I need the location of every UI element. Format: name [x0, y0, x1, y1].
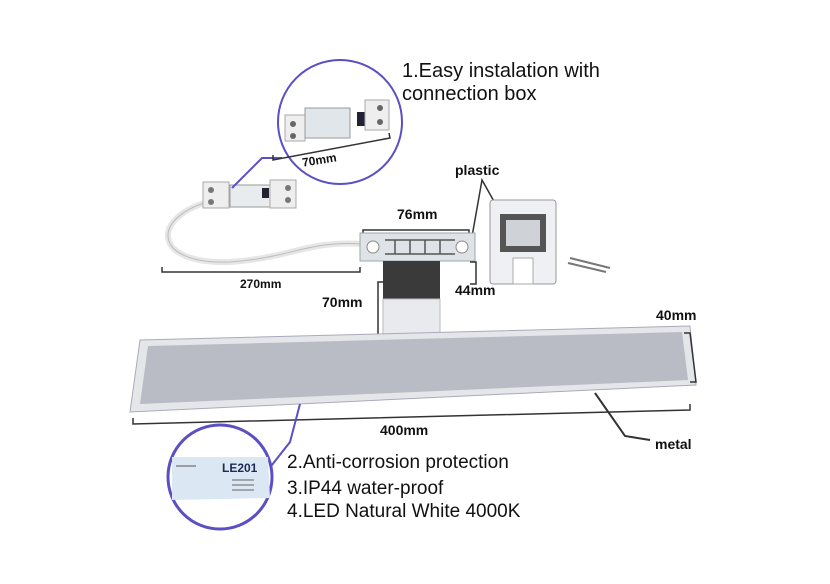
dim-bar-length: 400mm: [380, 422, 429, 438]
screws: [567, 257, 611, 273]
dim-line-44: [470, 261, 477, 285]
dim-arm-length: 70mm: [322, 294, 363, 310]
connection-box: [202, 179, 297, 209]
callout-line-bottom: [267, 403, 301, 471]
led-bar: [129, 325, 697, 413]
callout-line-top: [231, 157, 282, 189]
dim-bar-height: 40mm: [656, 307, 697, 323]
cable-edge: [167, 199, 363, 263]
plastic-clip: [489, 199, 557, 285]
feature-3: 3.IP44 water-proof: [287, 478, 444, 499]
dim-bracket-width: 76mm: [397, 206, 438, 222]
connection-box-zoom-callout: [272, 59, 403, 185]
label-plastic: plastic: [455, 162, 500, 178]
cable: [165, 197, 363, 266]
feature-4: 4.LED Natural White 4000K: [287, 501, 521, 522]
dim-line-40: [684, 332, 697, 383]
metal-leader: [594, 392, 651, 441]
feature-1-line-2: connection box: [402, 83, 537, 105]
arm-joint: [383, 261, 440, 299]
feature-2: 2.Anti-corrosion protection: [287, 452, 509, 473]
label-metal: metal: [655, 436, 692, 452]
dim-line-270: [161, 267, 361, 273]
mounting-plate: [359, 232, 476, 262]
feature-1-line-1: 1.Easy instalation with: [402, 60, 600, 82]
sticker-model: LE201: [222, 461, 258, 475]
label-zoom-callout: [166, 423, 274, 531]
dim-line-400: [132, 404, 691, 425]
dim-bracket-depth: 44mm: [455, 282, 496, 298]
dim-cable-length: 270mm: [240, 277, 282, 291]
